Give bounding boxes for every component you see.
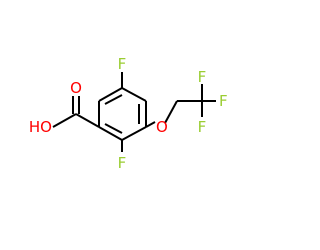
structure-canvas: F F O F F F O HO	[28, 55, 228, 172]
benzene-ring	[98, 87, 147, 141]
bond-ring-to-carboxyl	[75, 113, 100, 128]
bond-oxygen-to-ch2	[164, 100, 178, 124]
ring-inner-double-bond	[104, 94, 123, 105]
ring-bond	[121, 126, 147, 141]
fluorine-top-label: F	[118, 55, 127, 73]
ether-oxygen-label: O	[156, 118, 168, 136]
bond-carboxyl-to-oh	[52, 113, 77, 128]
ring-bond	[121, 87, 147, 102]
fluorine-bottom-label: F	[118, 154, 127, 172]
bond-ring-to-ether-oxygen	[145, 121, 156, 128]
ring-bond	[98, 126, 123, 141]
fluorine-cf3-3-label: F	[198, 118, 207, 136]
ring-bond	[98, 87, 123, 102]
fluorine-cf3-1-label: F	[198, 68, 207, 86]
carbonyl-oxygen-label: O	[70, 79, 82, 97]
hydroxyl-label: HO	[29, 118, 52, 136]
fluorine-cf3-2-label: F	[219, 92, 228, 110]
ring-inner-double-bond	[104, 123, 123, 134]
molecule-drawing: F F O F F F O HO	[29, 55, 228, 172]
